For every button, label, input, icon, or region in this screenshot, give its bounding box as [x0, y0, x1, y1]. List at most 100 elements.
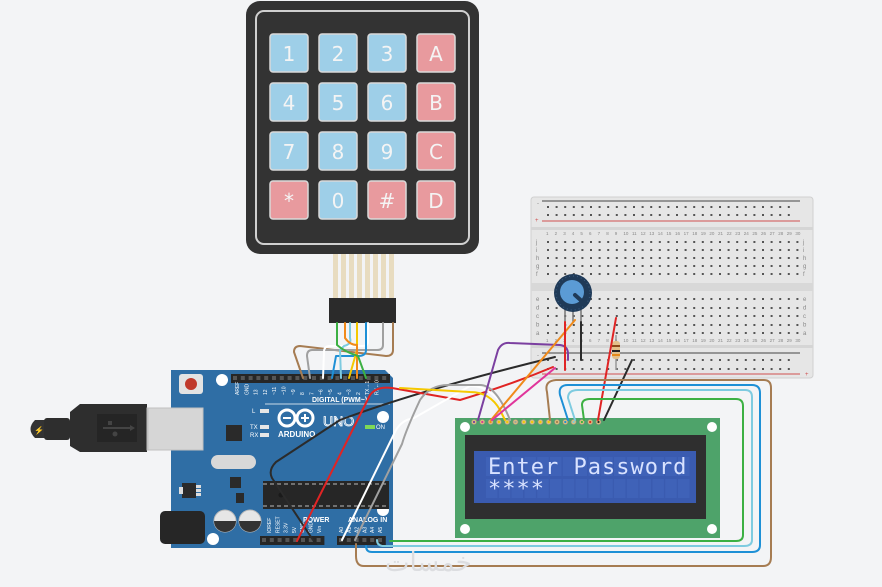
rail-hole[interactable]	[762, 359, 764, 361]
breadboard-hole[interactable]	[762, 298, 764, 300]
rail-hole[interactable]	[564, 214, 567, 216]
breadboard-hole[interactable]	[787, 324, 790, 326]
digital-pin[interactable]	[248, 376, 253, 380]
breadboard-hole[interactable]	[684, 324, 687, 326]
breadboard-hole[interactable]	[658, 298, 661, 300]
rail-hole[interactable]	[658, 368, 661, 370]
breadboard-hole[interactable]	[736, 324, 739, 326]
rail-hole[interactable]	[667, 359, 670, 361]
rail-hole[interactable]	[555, 206, 558, 208]
breadboard-hole[interactable]	[787, 273, 790, 275]
breadboard-hole[interactable]	[701, 249, 704, 251]
breadboard-hole[interactable]	[676, 273, 678, 275]
digital-pin[interactable]	[272, 376, 276, 380]
breadboard-hole[interactable]	[762, 307, 764, 309]
breadboard-hole[interactable]	[641, 324, 644, 326]
rail-hole[interactable]	[719, 368, 721, 370]
power-pin[interactable]	[316, 538, 321, 542]
rail-hole[interactable]	[770, 214, 773, 216]
digital-pin[interactable]	[382, 376, 387, 380]
breadboard-hole[interactable]	[641, 273, 644, 275]
breadboard-hole[interactable]	[564, 257, 567, 259]
breadboard-hole[interactable]	[796, 315, 799, 317]
breadboard-hole[interactable]	[710, 315, 713, 317]
breadboard-hole[interactable]	[727, 257, 730, 259]
breadboard-hole[interactable]	[787, 307, 790, 309]
breadboard-hole[interactable]	[607, 241, 610, 243]
rail-hole[interactable]	[684, 206, 687, 208]
rail-hole[interactable]	[641, 359, 644, 361]
breadboard-hole[interactable]	[667, 332, 670, 334]
breadboard-hole[interactable]	[770, 273, 773, 275]
breadboard-hole[interactable]	[710, 332, 713, 334]
rail-hole[interactable]	[598, 206, 601, 208]
rail-hole[interactable]	[787, 359, 790, 361]
breadboard-hole[interactable]	[779, 298, 782, 300]
breadboard-hole[interactable]	[727, 249, 730, 251]
breadboard-hole[interactable]	[770, 249, 773, 251]
breadboard-hole[interactable]	[581, 257, 584, 259]
wire-blue-loop[interactable]	[365, 384, 761, 553]
breadboard-hole[interactable]	[641, 307, 644, 309]
breadboard-hole[interactable]	[770, 241, 773, 243]
rail-hole[interactable]	[581, 206, 584, 208]
breadboard-hole[interactable]	[650, 307, 653, 309]
breadboard-hole[interactable]	[762, 265, 764, 267]
breadboard-hole[interactable]	[701, 257, 704, 259]
rail-hole[interactable]	[736, 206, 739, 208]
breadboard-hole[interactable]	[796, 241, 799, 243]
keypad-key-D[interactable]: D	[416, 180, 456, 220]
rail-hole[interactable]	[753, 368, 756, 370]
breadboard-hole[interactable]	[701, 324, 704, 326]
breadboard-hole[interactable]	[641, 298, 644, 300]
rail-hole[interactable]	[590, 368, 592, 370]
rail-hole[interactable]	[762, 368, 764, 370]
breadboard-hole[interactable]	[572, 324, 575, 326]
rail-hole[interactable]	[607, 206, 610, 208]
digital-pin[interactable]	[366, 376, 371, 380]
breadboard-hole[interactable]	[615, 332, 618, 334]
breadboard-hole[interactable]	[572, 332, 575, 334]
rail-hole[interactable]	[555, 359, 558, 361]
breadboard-hole[interactable]	[762, 241, 764, 243]
breadboard-hole[interactable]	[555, 241, 558, 243]
breadboard-hole[interactable]	[555, 265, 558, 267]
breadboard-hole[interactable]	[710, 241, 713, 243]
power-pin[interactable]	[301, 538, 305, 542]
power-pin[interactable]	[308, 538, 313, 542]
analog-pin[interactable]	[370, 538, 375, 542]
rail-hole[interactable]	[693, 368, 696, 370]
breadboard-hole[interactable]	[710, 257, 713, 259]
arduino-uno[interactable]: L TX RX ON ARDUINO UNO DIGITAL (PWM~) PO…	[147, 370, 393, 548]
breadboard-hole[interactable]	[547, 324, 549, 326]
breadboard-hole[interactable]	[796, 273, 799, 275]
breadboard-hole[interactable]	[719, 307, 721, 309]
digital-pin[interactable]	[233, 376, 237, 380]
breadboard-hole[interactable]	[684, 249, 687, 251]
breadboard-hole[interactable]	[572, 273, 575, 275]
breadboard-hole[interactable]	[555, 315, 558, 317]
breadboard-holes[interactable]: jjiihhggffeeddccbbaa11223344556677889910…	[535, 206, 807, 370]
breadboard-hole[interactable]	[701, 332, 704, 334]
breadboard-hole[interactable]	[667, 249, 670, 251]
wire-orange-keypad[interactable]	[344, 322, 358, 379]
keypad-key-0[interactable]: 0	[318, 180, 358, 220]
breadboard-hole[interactable]	[744, 324, 747, 326]
breadboard-hole[interactable]	[762, 273, 764, 275]
rail-hole[interactable]	[676, 206, 678, 208]
breadboard-hole[interactable]	[650, 265, 653, 267]
breadboard-hole[interactable]	[650, 241, 653, 243]
digital-pin[interactable]	[256, 376, 261, 380]
keypad-key-7[interactable]: 7	[269, 131, 309, 171]
breadboard-hole[interactable]	[701, 298, 704, 300]
rail-hole[interactable]	[547, 206, 549, 208]
rail-hole[interactable]	[727, 368, 730, 370]
breadboard-hole[interactable]	[590, 332, 592, 334]
breadboard-hole[interactable]	[590, 241, 592, 243]
breadboard-hole[interactable]	[624, 298, 627, 300]
breadboard-hole[interactable]	[744, 332, 747, 334]
breadboard-hole[interactable]	[598, 265, 601, 267]
breadboard-hole[interactable]	[581, 249, 584, 251]
breadboard-hole[interactable]	[650, 249, 653, 251]
breadboard-hole[interactable]	[736, 257, 739, 259]
